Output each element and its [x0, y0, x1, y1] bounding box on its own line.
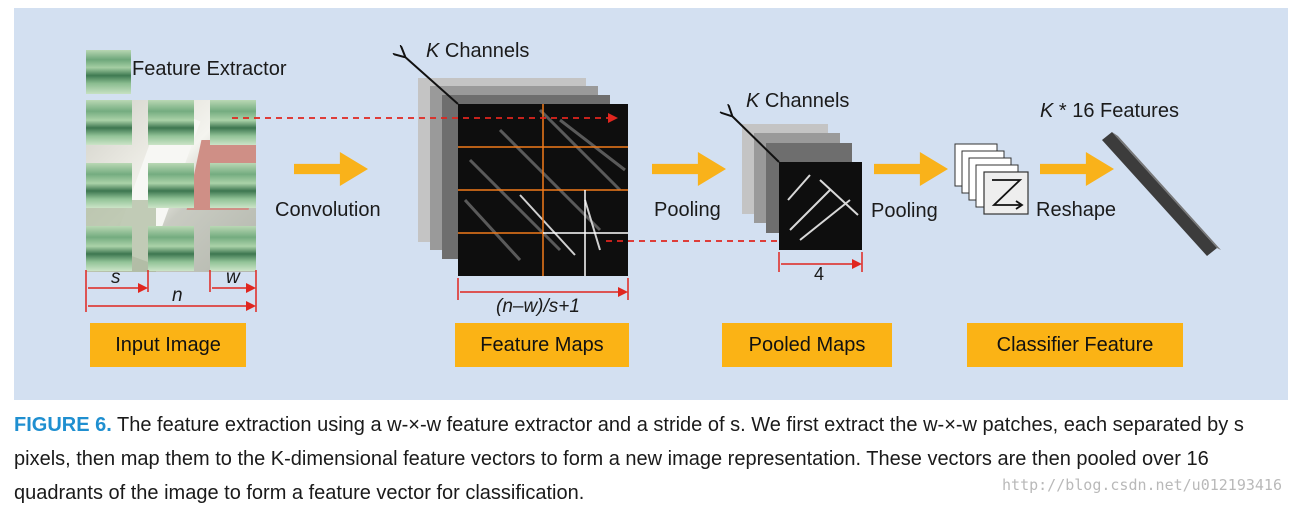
- input-tile: [86, 226, 132, 271]
- input-n-label: n: [172, 285, 183, 306]
- k-channels-label-1: K Channels: [426, 40, 530, 62]
- pooling-label-1: Pooling: [654, 199, 721, 221]
- pooling-label-2: Pooling: [871, 200, 938, 222]
- input-tile: [86, 100, 132, 145]
- input-tile: [210, 226, 256, 271]
- input-s-label: s: [111, 267, 121, 288]
- feature-map-size-label: (n–w)/s+1: [496, 296, 580, 317]
- stage-badge-input-image: Input Image: [90, 323, 246, 367]
- input-w-label: w: [226, 267, 240, 288]
- convolution-label: Convolution: [275, 199, 381, 221]
- input-tile: [148, 100, 194, 145]
- input-tile: [148, 163, 194, 208]
- stage-badge-classifier-feature: Classifier Feature: [967, 323, 1183, 367]
- figure-label: FIGURE 6.: [14, 414, 112, 436]
- features-label: K * 16 Features: [1040, 100, 1179, 122]
- watermark: http://blog.csdn.net/u012193416: [1002, 476, 1282, 494]
- input-tile: [210, 163, 256, 208]
- stage-badge-feature-maps: Feature Maps: [455, 323, 629, 367]
- k-channels-label-2: K Channels: [746, 90, 850, 112]
- caption-text: The feature extraction using a w-×-w fea…: [14, 414, 1244, 504]
- figure-caption: FIGURE 6. The feature extraction using a…: [14, 408, 1284, 510]
- feature-extractor-label: Feature Extractor: [132, 58, 287, 80]
- input-tile: [210, 100, 256, 145]
- stage-badge-pooled-maps: Pooled Maps: [722, 323, 892, 367]
- input-tile: [148, 226, 194, 271]
- input-tile: [86, 163, 132, 208]
- pooled-size-label: 4: [814, 264, 825, 284]
- feature-extractor-patch: [86, 50, 131, 94]
- reshape-label: Reshape: [1036, 199, 1117, 221]
